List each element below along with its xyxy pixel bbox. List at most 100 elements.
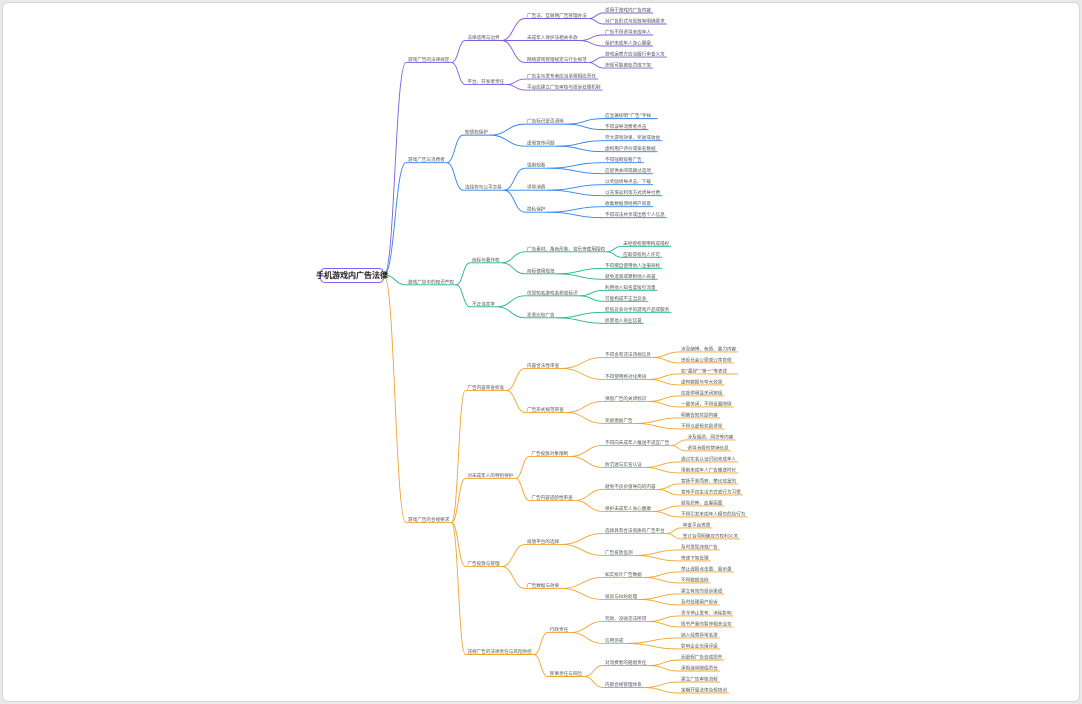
connector-line: [556, 317, 604, 324]
mindmap-leaf: 夸大游戏效果、奖励或收益: [605, 134, 661, 141]
mindmap-leaf: 保护未成年人身心健康: [605, 40, 651, 47]
connector-line: [383, 62, 407, 276]
connector-line: [607, 245, 622, 253]
mindmap-leaf: 建立广告审核流程: [681, 675, 718, 682]
mindmap-leaf: 宣扬不劳而获、攀比炫富的: [681, 477, 737, 484]
connector-line: [565, 118, 604, 125]
connector-line: [652, 351, 680, 358]
connector-line: [588, 18, 604, 25]
mindmap-node: 选择权与公平交易: [465, 184, 502, 191]
connector-line: [501, 566, 526, 589]
mindmap-leaf: 虚构用户评价或排名数据: [605, 145, 656, 152]
connector-line: [657, 488, 680, 496]
mindmap-node: 防沉迷与实名认证: [605, 461, 642, 468]
connector-line: [570, 632, 604, 644]
connector-line: [625, 643, 680, 650]
mindmap-leaf: 应提供明显关闭按钮: [681, 389, 723, 396]
connector-line: [565, 411, 604, 424]
mindmap-node: 不得使用绝对化用语: [605, 373, 647, 380]
connector-line: [446, 162, 464, 191]
mindmap-node: 不正当竞争: [472, 300, 495, 307]
connector-line: [533, 654, 548, 677]
connector-line: [588, 12, 604, 19]
mindmap-node: 投诉与纠纷处理: [605, 593, 638, 600]
mindmap-leaf: 避免恐怖、血腥画面: [681, 499, 723, 506]
mindmap-node: 内容合法性审查: [527, 362, 560, 369]
connector-line: [501, 251, 526, 264]
connector-line: [455, 284, 471, 308]
connector-line: [503, 167, 526, 191]
mindmap-leaf: 贬低竞争对手的游戏产品或服务: [605, 306, 670, 313]
connector-line: [451, 40, 466, 63]
connector-line: [648, 400, 680, 408]
mindmap-leaf: 不得数据造假: [681, 576, 709, 583]
connector-line: [547, 167, 604, 175]
connector-line: [506, 84, 526, 91]
connector-line: [648, 659, 680, 666]
connector-line: [556, 140, 604, 147]
connector-line: [515, 477, 530, 501]
mindmap-leaf: 及时处理用户投诉: [681, 598, 718, 605]
connector-line: [588, 62, 604, 69]
mindmap-leaf: 审查平台资质: [683, 521, 711, 528]
mindmap-leaf: 通过实名认证识别未成年人: [681, 455, 737, 462]
mindmap-leaf: 情节严重的暂停相关业务: [681, 620, 732, 627]
connector-line: [579, 289, 604, 297]
mindmap-node: 游戏广告与消费者: [408, 156, 445, 163]
mindmap-leaf: 以奖励诱导点击、下载: [605, 178, 651, 185]
mindmap-node: 不得向未成年人推送不适宜广告: [605, 439, 670, 446]
connector-line: [506, 78, 526, 85]
connector-line: [579, 295, 604, 302]
connector-line: [652, 510, 680, 518]
connector-line: [643, 466, 680, 474]
connector-line: [496, 295, 526, 308]
mindmap-leaf: 如“最好”“第一”等表述: [681, 367, 728, 374]
connector-line: [634, 417, 680, 424]
connector-line: [643, 571, 680, 578]
mindmap-node: 弹窗广告的关闭标识: [605, 395, 647, 402]
connector-line: [570, 455, 604, 468]
connector-line: [648, 615, 680, 622]
connector-line: [561, 533, 604, 545]
mindmap-node: 法律适用与边界: [467, 34, 500, 41]
mindmap-leaf: 收集数据须经用户同意: [605, 200, 651, 207]
mindmap-leaf: 应提供关闭或跳过选项: [605, 167, 651, 174]
mindmap-node: 恶意比较广告: [527, 311, 555, 318]
connector-line: [561, 588, 604, 600]
mindmap-leaf: 广告不得诱导未成年人: [605, 29, 651, 36]
connector-line: [383, 274, 407, 523]
connector-line: [671, 444, 686, 452]
connector-line: [648, 373, 680, 380]
mindmap-node: 商标使用规范: [527, 267, 555, 274]
connector-line: [657, 483, 680, 490]
root-node: 手机游戏内广告法律: [316, 267, 388, 283]
mindmap-leaf: 避免混淆或攀附他人商誉: [605, 273, 656, 280]
mindmap-leaf: 涉及赌博、色情、暴力内容: [681, 345, 737, 352]
mindmap-leaf: 限制未成年人广告推送时长: [681, 466, 737, 473]
mindmap-leaf: 不得非法共享或出售个人信息: [605, 211, 665, 218]
connector-line: [556, 145, 604, 153]
mindmap-leaf: 宣传不良生活方式或行为习惯: [681, 488, 741, 495]
mindmap-leaf: 违规可能被处罚或下架: [605, 62, 651, 69]
connector-line: [648, 621, 680, 628]
connector-line: [506, 389, 526, 413]
mindmap-node: 广告形式规范审查: [527, 406, 564, 413]
mindmap-leaf: 游戏运营方应当履行审查义务: [605, 51, 665, 58]
connector-line: [450, 522, 466, 567]
connector-line: [583, 665, 604, 677]
connector-line: [639, 593, 680, 600]
mindmap-node: 游戏广告的法律规定: [408, 56, 450, 63]
mindmap-leaf: 明确告知奖励内容: [681, 411, 718, 418]
mindmap-leaf: 及时发现违规广告: [681, 543, 718, 550]
mindmap-leaf: 应显著标明“广告”字样: [605, 112, 652, 119]
connector-line: [561, 367, 604, 380]
connector-line: [666, 533, 681, 540]
mindmap-node: 虚假宣传问题: [527, 140, 555, 147]
connector-line: [588, 56, 604, 63]
mindmap-leaf: 损害他人商业信誉: [605, 317, 642, 324]
mindmap-leaf: 虚构数据与夸大效果: [681, 378, 723, 385]
connector-line: [634, 555, 680, 562]
mindmap-leaf: 不得引发未成年人模仿危险行为: [681, 510, 746, 517]
connector-line: [450, 389, 466, 523]
connector-line: [501, 40, 526, 63]
